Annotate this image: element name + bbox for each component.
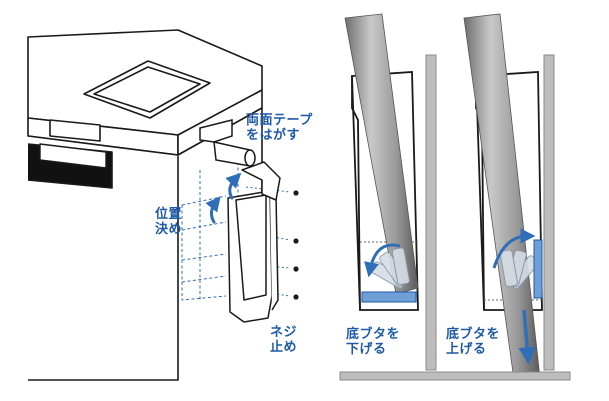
cooler-box [27, 29, 263, 381]
label-position-line1: 位置 [155, 207, 183, 222]
label-remove-tape-line1: 両面テープ [246, 113, 313, 128]
label-screw-line1: ネジ [270, 325, 298, 340]
label-screw-line2: 止め [270, 340, 298, 355]
panel-raise [463, 13, 555, 381]
label-remove-tape: 両面テープ をはがす [246, 113, 313, 143]
label-lower-lid: 底ブタを 下げる [346, 327, 400, 357]
label-remove-tape-line2: をはがす [246, 128, 301, 143]
ground [339, 371, 571, 381]
screws [293, 190, 299, 300]
label-raise-lid-line2: 上げる [446, 342, 487, 357]
label-raise-lid: 底ブタを 上げる [446, 327, 500, 357]
screw-guides [245, 186, 291, 297]
label-position-line2: 決め [155, 222, 183, 237]
label-raise-lid-line1: 底ブタを [446, 327, 501, 342]
panel-lower [344, 13, 437, 371]
label-lower-lid-line2: 下げる [346, 342, 387, 357]
position-arrows [205, 172, 242, 224]
rod-holder-bracket [227, 161, 281, 323]
label-position: 位置 決め [155, 207, 182, 237]
label-screw: ネジ 止め [270, 325, 297, 355]
label-lower-lid-line1: 底ブタを [346, 327, 401, 342]
holder-top-piece [199, 119, 256, 167]
